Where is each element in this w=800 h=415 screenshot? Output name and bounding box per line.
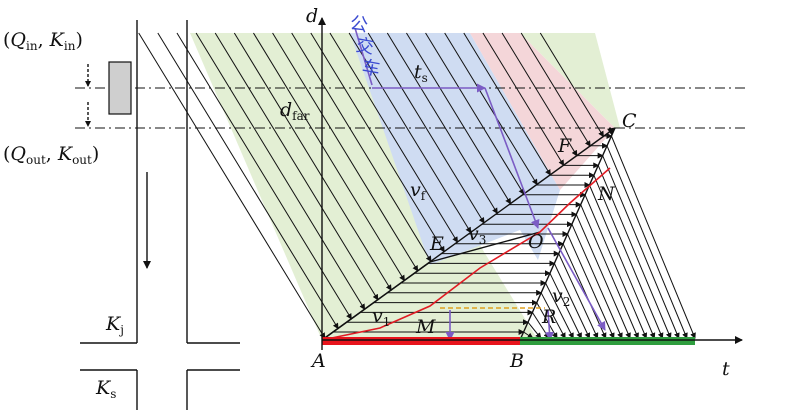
shockwave-e-o: [429, 231, 541, 263]
discharge-trajectory: [527, 321, 542, 339]
discharge-trajectory: [610, 135, 696, 339]
bus-approach: [354, 27, 373, 86]
shockwave-b-c: [519, 127, 616, 341]
free-flow-trajectory: [233, 32, 392, 291]
point-c: C: [622, 110, 637, 132]
green-phase-bar: [520, 337, 695, 345]
bus-label-3: 车: [360, 57, 381, 81]
axes: [318, 17, 743, 350]
discharge-trajectory: [562, 243, 607, 339]
bus-drop-r: [544, 309, 554, 341]
free-flow-trajectory: [539, 32, 604, 138]
discharge-trajectory: [584, 194, 648, 339]
bus-trajectory: [354, 27, 606, 341]
vehicle-trajectories-queued: [333, 133, 613, 335]
point-m: M: [415, 316, 436, 338]
free-flow-trajectory: [329, 32, 458, 243]
point-a: A: [310, 350, 326, 372]
red-phase-bar: [322, 337, 520, 345]
point-b: B: [509, 350, 524, 372]
shockwave-triangle: [321, 127, 616, 341]
discharge-trajectory: [606, 145, 688, 339]
discharge-trajectory: [597, 165, 672, 339]
free-flow-trajectory: [463, 32, 551, 176]
free-flow-trajectory: [214, 32, 379, 301]
vehicle-trajectories-free: [138, 32, 604, 339]
bus-label-2: 交: [354, 35, 375, 59]
free-flow-trajectory: [138, 32, 326, 339]
outflow-label: (Qout, Kout): [3, 143, 99, 167]
free-flow-trajectory: [386, 32, 498, 215]
point-e: E: [429, 233, 444, 255]
free-flow-trajectory: [482, 32, 565, 167]
v-2-label: v2: [552, 285, 570, 309]
discharge-trajectory: [545, 282, 574, 339]
free-flow-trajectory: [444, 32, 538, 186]
free-flow-trajectory: [367, 32, 485, 224]
free-flow-trajectory: [272, 32, 419, 272]
free-flow-trajectory: [195, 32, 366, 311]
discharge-trajectory: [571, 223, 623, 339]
free-flow-trajectory: [425, 32, 525, 195]
free-flow-trajectory: [253, 32, 405, 282]
discharge-trajectory: [567, 233, 615, 339]
time-axis-label: t: [722, 358, 730, 380]
point-n: N: [597, 183, 616, 205]
point-r: R: [541, 306, 556, 328]
bus-label-1: 公: [348, 13, 369, 37]
discharge-trajectory: [540, 292, 566, 339]
bus-stop-detector: [108, 61, 132, 115]
signal-timeline: [322, 337, 695, 345]
queue-tail-curve: [321, 167, 611, 341]
v-1-label: v1: [372, 305, 390, 329]
green-band-right: [520, 33, 620, 128]
v-3-label: v3: [468, 223, 486, 247]
dwell-time-label: ts: [414, 61, 428, 85]
inflow-label: (Qin, Kin): [3, 29, 83, 53]
free-flow-trajectory: [348, 32, 472, 234]
road-schematic: [80, 20, 240, 410]
free-flow-trajectory: [520, 32, 591, 147]
free-flow-trajectory: [406, 32, 512, 205]
discharge-trajectory: [549, 272, 582, 339]
blue-band-bus: [350, 33, 560, 265]
shockwave-a-e: [321, 261, 431, 341]
pink-band: [470, 33, 615, 190]
distance-axis-label: d: [306, 5, 318, 27]
discharge-trajectory: [593, 175, 664, 339]
discharge-trajectory: [575, 214, 631, 339]
free-flow-trajectory: [157, 32, 339, 330]
saturation-density-label: Ks: [95, 377, 116, 401]
point-o: O: [528, 231, 544, 253]
bus-departure: [484, 87, 540, 229]
bus-queue-exit: [547, 227, 606, 331]
free-flow-trajectory: [310, 32, 445, 253]
point-f: F: [557, 135, 572, 157]
v-f-label: vf: [410, 179, 427, 203]
discharge-trajectory: [553, 263, 591, 339]
jam-density-label: Kj: [105, 313, 124, 337]
discharge-trajectory: [588, 184, 656, 339]
free-flow-trajectory: [291, 32, 432, 263]
discharge-trajectory: [558, 253, 599, 339]
d-far-label: dfar: [280, 99, 310, 123]
discharge-trajectory: [602, 155, 680, 339]
free-flow-trajectory: [501, 32, 578, 157]
discharge-trajectory: [580, 204, 639, 339]
